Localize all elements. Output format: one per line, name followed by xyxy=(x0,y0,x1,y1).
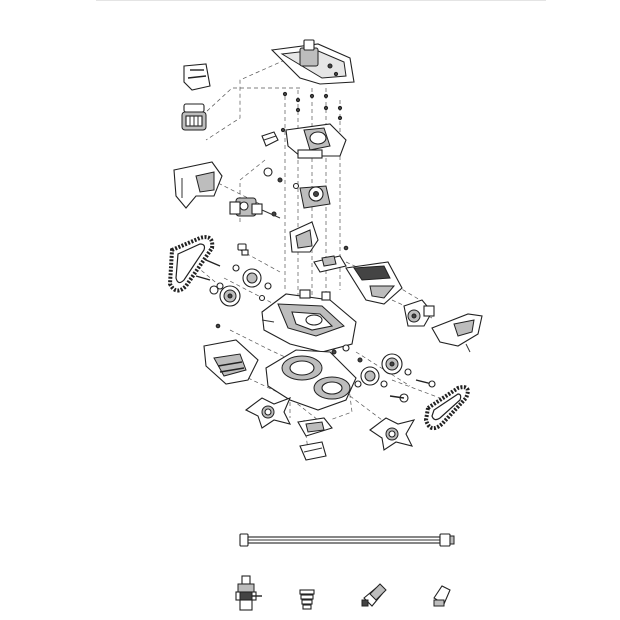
base-plate xyxy=(265,349,363,411)
elbow-adapter xyxy=(361,583,387,607)
flow-regulator xyxy=(433,585,451,607)
front-bumper-right xyxy=(345,261,403,305)
wheel-bracket xyxy=(313,245,349,273)
hose-connector xyxy=(235,575,262,611)
swivel-joint-right xyxy=(403,299,435,327)
wheel-set-right xyxy=(354,353,436,403)
hose-segment xyxy=(239,533,455,547)
top-rule xyxy=(96,0,546,1)
drive-assembly xyxy=(229,197,281,219)
swivel-clip xyxy=(183,63,211,91)
connector-foot xyxy=(299,441,327,461)
upper-body-half xyxy=(289,221,319,253)
hose-weight xyxy=(299,589,315,610)
top-cover xyxy=(270,39,355,85)
right-track xyxy=(423,385,470,431)
flap-right xyxy=(431,313,483,353)
turbine-housing xyxy=(285,123,347,159)
front-bumper-left xyxy=(203,339,259,385)
hose-cuff xyxy=(181,103,207,131)
footpad-left xyxy=(244,397,292,429)
screw-icon xyxy=(280,91,343,133)
axle-icon xyxy=(195,259,221,281)
left-track xyxy=(167,235,215,293)
washer-icon xyxy=(216,264,272,302)
gear-module xyxy=(263,167,331,209)
wheel-set-left xyxy=(195,243,272,307)
skirt-clip xyxy=(297,417,333,437)
handle-bracket xyxy=(261,131,279,147)
chassis-frame xyxy=(215,289,357,355)
side-bumper-upper xyxy=(173,161,223,209)
footpad-right xyxy=(369,417,416,451)
